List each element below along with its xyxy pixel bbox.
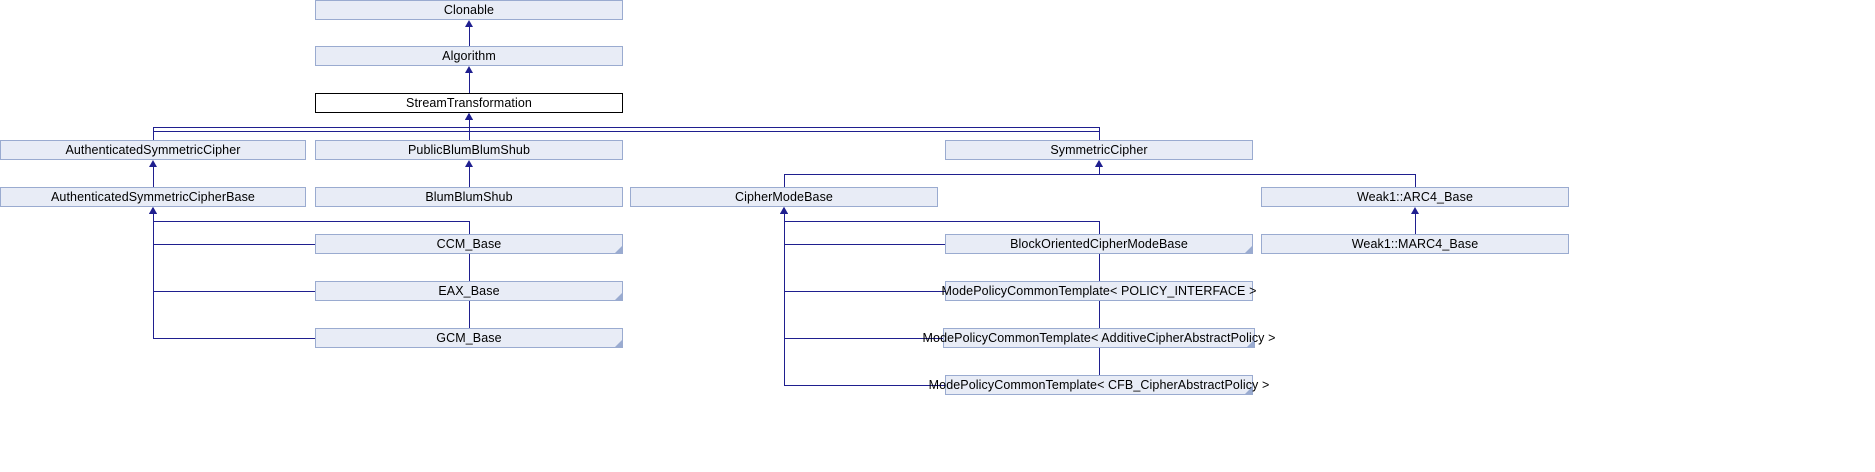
class-node-label: BlockOrientedCipherModeBase [1010, 236, 1188, 251]
bus-ciphermodebase-arrowhead [780, 207, 788, 214]
bus-branch-blockorientedciphermodebase [784, 244, 945, 245]
class-node-label: Weak1::ARC4_Base [1356, 189, 1473, 204]
class-node-label: SymmetricCipher [1050, 142, 1148, 157]
class-node-label: Weak1::MARC4_Base [1351, 236, 1479, 251]
class-node-clonable[interactable]: Clonable [315, 0, 623, 20]
class-node-authsymcipherbase[interactable]: AuthenticatedSymmetricCipherBase [0, 187, 306, 207]
edge-algorithm-to-clonable-arrowhead [465, 20, 473, 27]
bus-branch-mpct_cfb [784, 385, 945, 386]
class-node-label: AuthenticatedSymmetricCipher [65, 142, 241, 157]
class-node-streamtransformation[interactable]: StreamTransformation [315, 93, 623, 113]
edge-algorithm-to-clonable [469, 26, 470, 46]
bus-branch-ccmbase [153, 244, 315, 245]
class-node-authsymcipher[interactable]: AuthenticatedSymmetricCipher [0, 140, 306, 160]
class-node-ciphermodebase[interactable]: CipherModeBase [630, 187, 938, 207]
edge-authsymcipher-to-streamtransformation-h [153, 127, 469, 128]
class-node-label: ModePolicyCommonTemplate< CFB_CipherAbst… [928, 377, 1270, 392]
edge-marc4base-to-arc4base-arrowhead [1411, 207, 1419, 214]
class-node-label: BlumBlumShub [425, 189, 513, 204]
edge-authsymcipherbase-to-authsymcipher-arrowhead [149, 160, 157, 167]
class-node-publicblumblumshub[interactable]: PublicBlumBlumShub [315, 140, 623, 160]
edge-streamtransformation-to-algorithm-arrowhead [465, 66, 473, 73]
edge-arc4base-to-symmetriccipher-arrowhead [1095, 160, 1103, 167]
edge-mpct_cfb-to-ciphermodebase-h [784, 221, 1099, 222]
edge-streamtransformation-to-algorithm [469, 72, 470, 93]
fanout-stem [469, 119, 470, 131]
edge-ciphermodebase-to-symmetriccipher-v2 [784, 174, 785, 187]
fanout-rail [153, 131, 1099, 132]
bus-branch-gcmbase [153, 338, 315, 339]
fanout-drop-authsymcipher [153, 131, 154, 140]
edge-marc4base-to-arc4base [1415, 213, 1416, 234]
bus-branch-mpct_additive [784, 338, 943, 339]
edge-blumblumshub-to-publicblumblumshub [469, 166, 470, 187]
edge-arc4base-to-symmetriccipher-v1 [1099, 166, 1100, 174]
edge-authsymcipherbase-to-authsymcipher [153, 166, 154, 187]
class-node-label: StreamTransformation [406, 95, 532, 110]
class-node-label: AuthenticatedSymmetricCipherBase [51, 189, 255, 204]
bus-ciphermodebase [784, 213, 785, 385]
class-node-blumblumshub[interactable]: BlumBlumShub [315, 187, 623, 207]
class-node-label: Clonable [443, 2, 495, 17]
class-node-label: ModePolicyCommonTemplate< AdditiveCipher… [922, 330, 1276, 345]
class-node-label: PublicBlumBlumShub [408, 142, 530, 157]
edge-ciphermodebase-to-symmetriccipher-h [784, 174, 1099, 175]
class-node-label: CipherModeBase [735, 189, 833, 204]
class-node-blockorientedciphermodebase[interactable]: BlockOrientedCipherModeBase [945, 234, 1253, 254]
bus-authsymcipherbase [153, 213, 154, 338]
class-node-arc4base[interactable]: Weak1::ARC4_Base [1261, 187, 1569, 207]
edge-blumblumshub-to-publicblumblumshub-arrowhead [465, 160, 473, 167]
edge-gcmbase-to-authsymcipherbase-v2 [469, 221, 470, 328]
class-node-mpct_additive[interactable]: ModePolicyCommonTemplate< AdditiveCipher… [923, 328, 1275, 348]
class-node-symmetriccipher[interactable]: SymmetricCipher [945, 140, 1253, 160]
class-node-label: ModePolicyCommonTemplate< POLICY_INTERFA… [941, 283, 1257, 298]
bus-branch-mpct_policy_interface [784, 291, 945, 292]
edge-gcmbase-to-authsymcipherbase-h [153, 221, 469, 222]
edge-arc4base-to-symmetriccipher-v2 [1415, 174, 1416, 187]
class-node-marc4base[interactable]: Weak1::MARC4_Base [1261, 234, 1569, 254]
class-node-algorithm[interactable]: Algorithm [315, 46, 623, 66]
class-node-label: CCM_Base [436, 236, 502, 251]
fanout-arrowhead [465, 113, 473, 120]
class-node-label: Algorithm [442, 48, 496, 63]
bus-authsymcipherbase-arrowhead [149, 207, 157, 214]
class-node-label: EAX_Base [438, 283, 500, 298]
fanout-drop-publicblumblumshub [469, 131, 470, 140]
class-node-eaxbase[interactable]: EAX_Base [315, 281, 623, 301]
fanout-drop-symmetriccipher [1099, 131, 1100, 140]
bus-branch-eaxbase [153, 291, 315, 292]
class-node-mpct_policy_interface[interactable]: ModePolicyCommonTemplate< POLICY_INTERFA… [942, 281, 1256, 301]
class-node-label: GCM_Base [436, 330, 502, 345]
class-node-ccmbase[interactable]: CCM_Base [315, 234, 623, 254]
class-node-gcmbase[interactable]: GCM_Base [315, 328, 623, 348]
class-node-mpct_cfb[interactable]: ModePolicyCommonTemplate< CFB_CipherAbst… [929, 375, 1269, 395]
edge-symmetriccipher-to-streamtransformation-h [469, 127, 1099, 128]
edge-arc4base-to-symmetriccipher-h [1099, 174, 1415, 175]
